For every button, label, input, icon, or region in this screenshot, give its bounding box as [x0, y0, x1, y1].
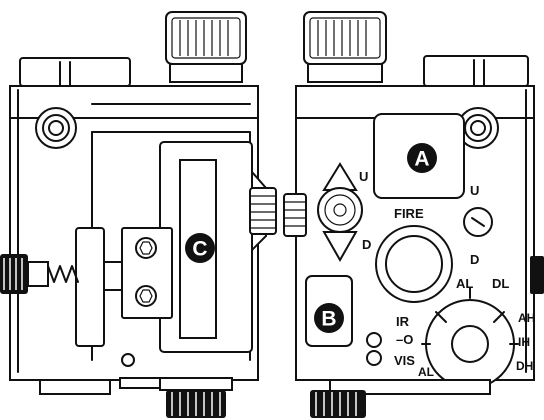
- left-top-knob: [165, 11, 247, 83]
- left-view: C: [0, 11, 277, 395]
- ir-vis-leds: [366, 332, 382, 366]
- right-view: U D FIRE U D IR –O VIS: [283, 11, 544, 395]
- left-top-knob-grip: [179, 20, 229, 56]
- left-bottom-rail: [39, 379, 111, 395]
- right-top-knob: [303, 11, 387, 83]
- right-small-switch[interactable]: [463, 207, 493, 237]
- right-thumbscrew: [530, 256, 544, 294]
- callout-b: B: [314, 303, 344, 333]
- svg-text:A: A: [414, 148, 429, 171]
- left-switch-down-label: D: [362, 237, 371, 252]
- right-screw-top: [457, 107, 499, 149]
- mode-selector-dial[interactable]: [421, 287, 519, 389]
- left-switch-up-label: U: [359, 169, 368, 184]
- right-top-housing: [423, 55, 529, 87]
- left-mount-clamp: [75, 227, 173, 347]
- dash-o-label: –O: [396, 332, 413, 347]
- left-rotary-switch: [283, 162, 363, 263]
- left-thumbscrew: [0, 254, 79, 294]
- dial-ih-label: IH: [518, 335, 530, 349]
- dial-dl-label: DL: [492, 276, 509, 291]
- right-switch-up-label: U: [470, 183, 479, 198]
- callout-c: C: [185, 233, 215, 263]
- svg-text:C: C: [192, 238, 207, 261]
- right-bottom-rail: [329, 379, 491, 395]
- left-bottom-screw: [121, 353, 135, 367]
- dial-al-label: AL: [456, 276, 473, 291]
- dial-dh-label: DH: [516, 359, 533, 373]
- left-bottom-tab: [119, 377, 161, 389]
- right-bottom-knob: [310, 390, 366, 418]
- fire-button[interactable]: [375, 225, 453, 303]
- left-screw-top: [35, 107, 77, 149]
- dial-al2-label: AL: [418, 365, 434, 379]
- right-switch-down-label: D: [470, 252, 479, 267]
- dial-ah-label: AH: [518, 311, 535, 325]
- ir-label: IR: [396, 314, 410, 329]
- vis-label: VIS: [394, 353, 415, 368]
- callout-a: A: [407, 143, 437, 173]
- bottom-knob: [159, 377, 233, 418]
- svg-text:B: B: [321, 308, 336, 331]
- left-side-knob: [249, 169, 277, 253]
- left-top-housing: [19, 57, 131, 87]
- fire-label: FIRE: [394, 206, 424, 221]
